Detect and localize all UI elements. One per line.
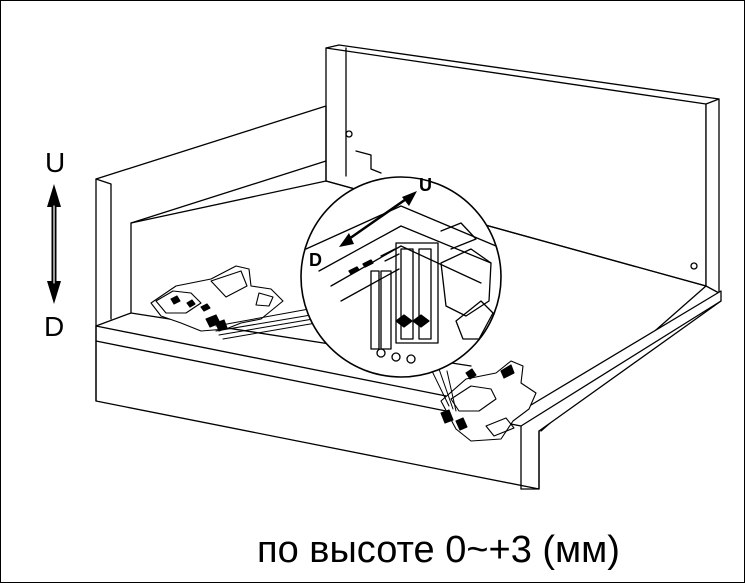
left-runner-mechanism xyxy=(150,265,284,332)
adjust-arrow-diagonal xyxy=(339,191,417,247)
magnifier-up-label: U xyxy=(419,175,432,195)
leader-lines xyxy=(215,308,457,412)
up-down-arrow xyxy=(47,184,61,304)
right-runner-mechanism xyxy=(440,360,537,442)
height-adjustment-caption: по высоте 0~+3 (мм) xyxy=(257,529,620,571)
up-label: U xyxy=(45,147,66,178)
magnifier-down-label: D xyxy=(309,250,322,270)
down-label: D xyxy=(44,311,65,342)
drawer-front xyxy=(95,290,722,490)
magnifier-detail xyxy=(300,176,502,378)
